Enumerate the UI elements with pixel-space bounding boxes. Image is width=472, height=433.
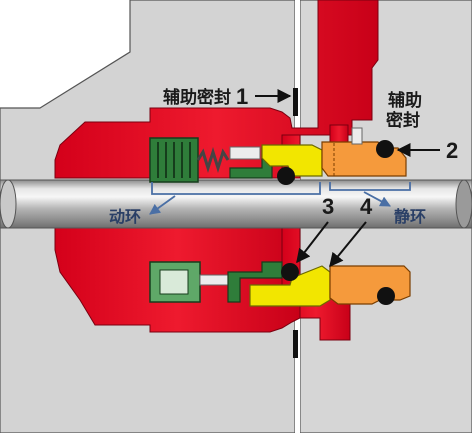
label-aux-seal-right-line1: 辅助 [388, 90, 422, 111]
lower-oring-rotating [281, 263, 299, 281]
label-num-1: 1 [236, 84, 248, 109]
label-num-2: 2 [446, 138, 458, 163]
upper-spring [196, 146, 230, 174]
anti-rotation-pin [351, 127, 363, 145]
lower-push-ring [227, 261, 283, 303]
rotating-ring-bracket [149, 182, 321, 215]
lower-stationary-ring [329, 265, 411, 305]
upper-oring-stationary [376, 140, 394, 158]
label-aux-seal-left: 辅助密封 [163, 87, 231, 108]
label-stationary-ring: 静环 [394, 207, 426, 226]
upper-pin [229, 146, 261, 160]
label-rotating-ring: 动环 [109, 207, 141, 226]
shaft [0, 179, 472, 229]
label-num-3: 3 [322, 194, 334, 219]
label-aux-seal-right-line2: 密封 [386, 110, 420, 131]
label-num-4: 4 [360, 194, 373, 219]
leader-lines [255, 89, 440, 268]
lower-gasket [293, 330, 298, 358]
lower-spring-seat [149, 261, 201, 303]
upper-oring-rotating [277, 167, 295, 185]
upper-spring-seat [149, 137, 199, 183]
upper-gasket [293, 88, 298, 116]
lower-oring-stationary [377, 287, 395, 305]
stationary-ring-bracket [329, 182, 411, 207]
